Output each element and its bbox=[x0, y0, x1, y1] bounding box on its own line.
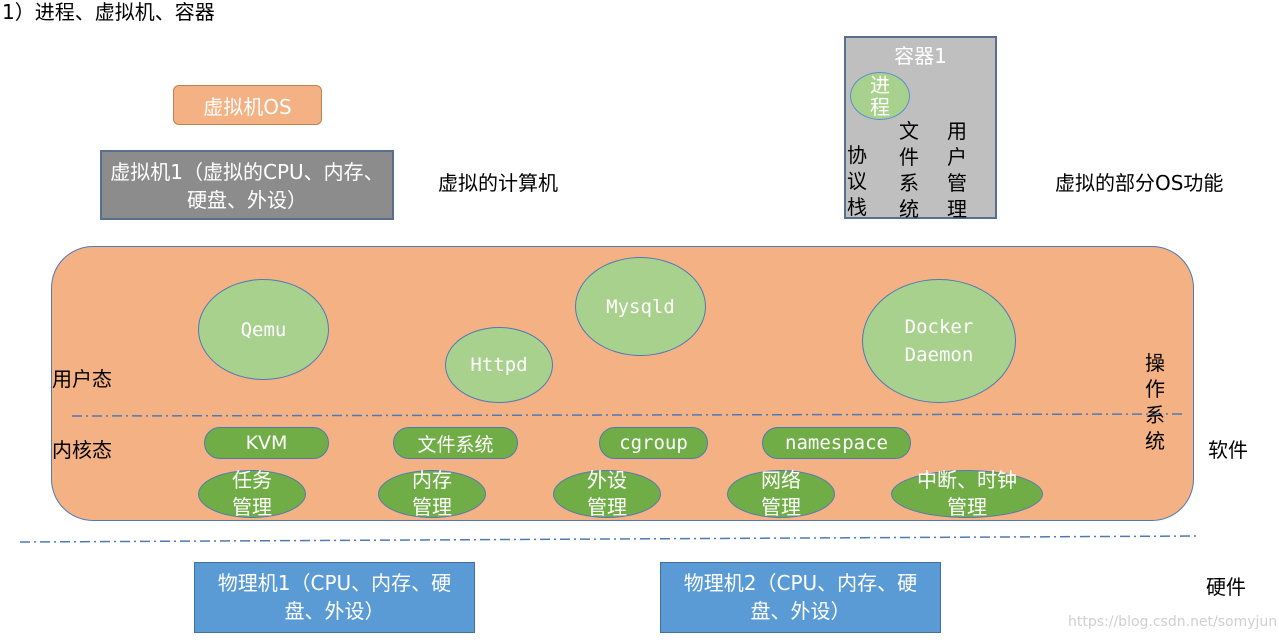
software-label: 软件 bbox=[1208, 438, 1248, 462]
kvm-label: KVM bbox=[245, 432, 288, 454]
vm1-box: 虚拟机1（虚拟的CPU、内存、 硬盘、外设） bbox=[100, 150, 394, 220]
fs-module: 文件系统 bbox=[393, 427, 518, 459]
physical-machine-2: 物理机2（CPU、内存、硬 盘、外设） bbox=[660, 562, 941, 633]
mysqld-label: Mysqld bbox=[606, 295, 675, 318]
user-char: 管 bbox=[947, 171, 967, 195]
fs-char: 统 bbox=[899, 197, 919, 221]
interrupt-clock-mgmt-subsystem: 中断、时钟 管理 bbox=[891, 468, 1043, 519]
user-char: 理 bbox=[947, 197, 967, 221]
fs-char: 系 bbox=[899, 171, 919, 195]
os-char: 统 bbox=[1145, 429, 1165, 453]
container-file-system: 文 件 系 统 bbox=[898, 118, 920, 222]
memory-mgmt-subsystem: 内存 管理 bbox=[378, 468, 486, 519]
cgroup-module: cgroup bbox=[599, 427, 708, 459]
httpd-process: Httpd bbox=[445, 327, 553, 403]
page-title: 1）进程、虚拟机、容器 bbox=[2, 0, 215, 24]
docker-daemon-process: Docker Daemon bbox=[862, 279, 1016, 403]
container-process-label: 进 程 bbox=[851, 74, 909, 118]
vm-caption: 虚拟的计算机 bbox=[438, 171, 558, 195]
kvm-module: KVM bbox=[204, 427, 329, 459]
hardware-label: 硬件 bbox=[1206, 575, 1246, 599]
task-mgmt-subsystem: 任务 管理 bbox=[198, 468, 306, 519]
os-char: 操 bbox=[1145, 351, 1165, 375]
container-protocol-stack: 协 议 栈 bbox=[846, 142, 868, 220]
protocol-char: 议 bbox=[847, 169, 867, 193]
namespace-label: namespace bbox=[785, 432, 888, 454]
container1-box: 容器1 进 程 协 议 栈 文 件 系 统 用 户 管 理 bbox=[844, 36, 997, 222]
fs-char: 件 bbox=[899, 145, 919, 169]
network-mgmt-subsystem: 网络 管理 bbox=[727, 468, 835, 519]
os-label: 操 作 系 统 bbox=[1144, 350, 1166, 454]
subsystem-line2: 管理 bbox=[587, 495, 627, 519]
pm1-line1: 物理机1（CPU、内存、硬 bbox=[217, 571, 452, 595]
physical-machine-1: 物理机1（CPU、内存、硬 盘、外设） bbox=[194, 562, 475, 633]
subsystem-line1: 内存 bbox=[412, 468, 452, 492]
docker-label-line2: Daemon bbox=[904, 344, 974, 366]
container-process-line2: 程 bbox=[870, 95, 890, 119]
fs-char: 文 bbox=[899, 119, 919, 143]
namespace-module: namespace bbox=[762, 427, 911, 459]
pm2-line2: 盘、外设） bbox=[750, 599, 851, 623]
qemu-process: Qemu bbox=[198, 279, 329, 380]
os-char: 系 bbox=[1145, 403, 1165, 427]
fs-label: 文件系统 bbox=[417, 433, 494, 456]
watermark: https://blog.csdn.net/somyjun bbox=[1068, 614, 1278, 630]
subsystem-line2: 管理 bbox=[232, 495, 272, 519]
container-process-ellipse: 进 程 bbox=[850, 72, 910, 120]
vm1-line2: 硬盘、外设） bbox=[187, 188, 307, 212]
vm1-line1: 虚拟机1（虚拟的CPU、内存、 bbox=[110, 160, 384, 184]
container-caption: 虚拟的部分OS功能 bbox=[1055, 171, 1224, 195]
subsystem-line1: 外设 bbox=[587, 468, 627, 492]
subsystem-line2: 管理 bbox=[947, 495, 987, 519]
mysqld-process: Mysqld bbox=[575, 257, 706, 356]
container-user-mgmt: 用 户 管 理 bbox=[946, 118, 968, 222]
container1-title: 容器1 bbox=[894, 44, 947, 68]
subsystem-line1: 任务 bbox=[232, 468, 272, 492]
docker-label-line1: Docker bbox=[904, 316, 974, 338]
device-mgmt-subsystem: 外设 管理 bbox=[553, 468, 661, 519]
os-char: 作 bbox=[1145, 377, 1165, 401]
subsystem-line2: 管理 bbox=[761, 495, 801, 519]
subsystem-line2: 管理 bbox=[412, 495, 452, 519]
container-process-line1: 进 bbox=[870, 73, 890, 97]
qemu-label: Qemu bbox=[240, 318, 287, 341]
protocol-char: 协 bbox=[847, 143, 867, 167]
subsystem-line1: 网络 bbox=[761, 468, 801, 492]
subsystem-line1: 中断、时钟 bbox=[917, 468, 1017, 492]
pm2-line1: 物理机2（CPU、内存、硬 bbox=[683, 571, 918, 595]
kernel-mode-label: 内核态 bbox=[52, 438, 112, 462]
user-kernel-separator bbox=[71, 413, 1183, 417]
protocol-char: 栈 bbox=[847, 195, 867, 219]
httpd-label: Httpd bbox=[470, 354, 528, 376]
cgroup-label: cgroup bbox=[619, 432, 688, 454]
vm-os-box: 虚拟机OS bbox=[173, 85, 322, 125]
vm-os-label: 虚拟机OS bbox=[203, 94, 292, 119]
pm1-line2: 盘、外设） bbox=[284, 599, 385, 623]
user-char: 用 bbox=[947, 119, 967, 143]
user-mode-label: 用户态 bbox=[52, 367, 112, 391]
software-hardware-separator bbox=[19, 535, 1201, 543]
user-char: 户 bbox=[947, 145, 967, 169]
